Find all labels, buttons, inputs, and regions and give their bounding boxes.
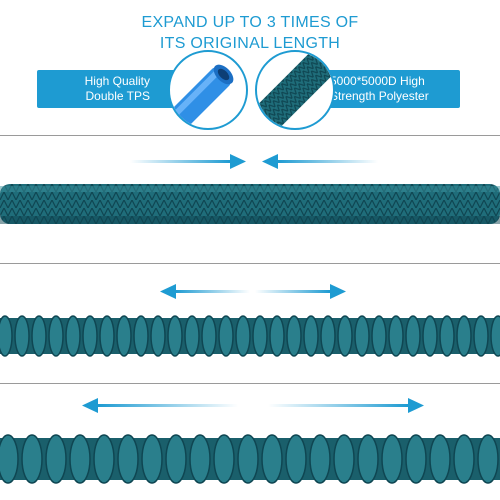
inner-tube-icon [170,64,234,128]
feature-polyester-line-1: 5000*5000D High [330,74,425,88]
feature-tps-line-2: Double TPS [85,89,150,103]
divider-top [0,135,500,136]
feature-tps-line-1: High Quality [84,74,150,88]
divider-bottom [0,383,500,384]
headline-line-2: ITS ORIGINAL LENGTH [159,35,341,52]
hose-fully-expanded [0,434,500,484]
feature-polyester-line-2: Strength Polyester [330,89,429,103]
compress-arrows [130,154,378,169]
outer-fabric-icon [257,52,333,128]
headline-line-1: EXPAND UP TO 3 TIMES OF [141,14,359,31]
divider-middle [0,263,500,264]
hose-compressed [0,184,500,224]
hose-medium-expanded [0,315,500,357]
outer-fabric-closeup [255,50,335,130]
expand-arrows-wide [82,398,424,413]
expand-arrows-medium [160,284,346,299]
inner-tube-closeup [168,50,248,130]
